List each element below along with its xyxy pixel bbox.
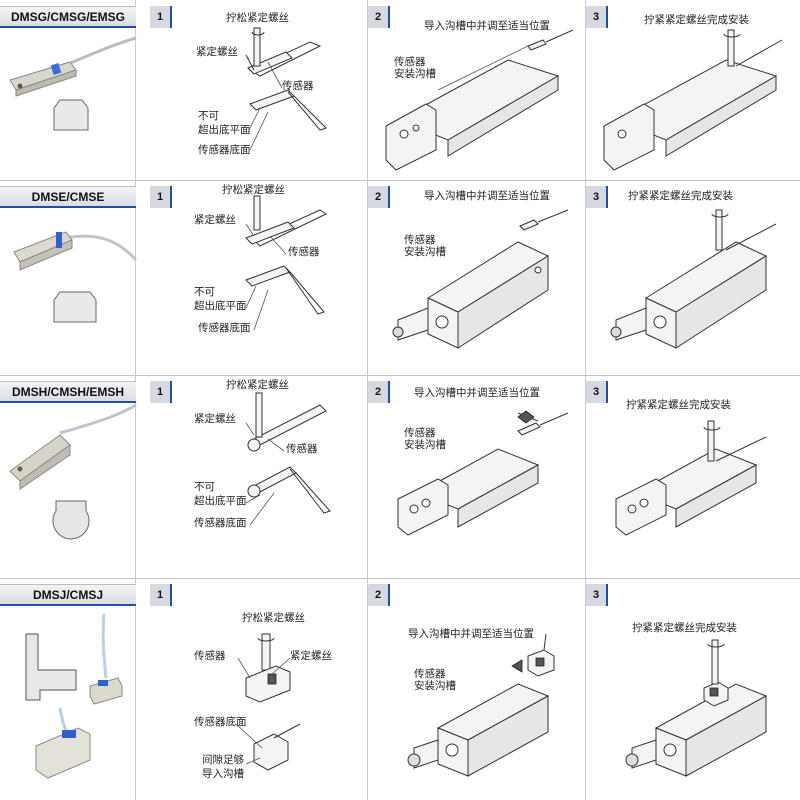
step-1-drawing	[245, 195, 328, 331]
bottom-label: 传感器底面	[194, 716, 247, 728]
step-title: 导入沟槽中并调至适当位置	[424, 190, 550, 202]
step-3-cell: 3 拧紧紧定螺丝完成安装	[586, 375, 800, 578]
step-title: 导入沟槽中并调至适当位置	[424, 20, 550, 32]
slot-label-2: 安装沟槽	[414, 680, 456, 692]
gap-label-2: 导入沟槽	[202, 768, 244, 780]
step-2-drawing	[385, 29, 574, 171]
step-1-cell: 1 拧松紧定螺丝 紧定螺丝 传感器 不可 超出底平面 传感器底面	[150, 0, 368, 180]
step-title: 拧紧紧定螺丝完成安装	[628, 190, 733, 202]
model-cell: DMSH/CMSH/EMSH	[0, 375, 137, 578]
step-number: 1	[150, 584, 172, 606]
gap-label-1: 间隙足够	[202, 754, 244, 766]
step-2-cell: 2 导入沟槽中并调至适当位置 传感器 安装沟槽	[368, 375, 586, 578]
screw-label: 紧定螺丝	[196, 46, 238, 58]
step-3-cell: 3 拧紧紧定螺丝完成安装	[586, 180, 800, 375]
sensor-photo	[25, 613, 123, 779]
sensor-label: 传感器	[282, 80, 314, 92]
step-title: 拧紧紧定螺丝完成安装	[626, 399, 731, 411]
sensor-photo	[13, 231, 138, 323]
model-name: DMSJ/CMSJ	[0, 584, 136, 606]
row-dmse: DMSE/CMSE 1 拧松紧定螺丝 紧定螺丝 传感器 不可 超出底平面 传感器…	[0, 180, 800, 375]
slot-label-2: 安装沟槽	[394, 68, 436, 80]
slot-label-1: 传感器	[404, 427, 436, 439]
step-title: 导入沟槽中并调至适当位置	[408, 628, 534, 640]
sensor-label: 传感器	[288, 246, 320, 258]
step-number: 1	[150, 381, 172, 403]
model-name: DMSG/CMSG/EMSG	[0, 6, 136, 28]
slot-label-1: 传感器	[414, 668, 446, 680]
row-dmsj: DMSJ/CMSJ 1 拧松紧定螺丝 传感器 紧定螺丝 传感器底面 间隙足够 导…	[0, 578, 800, 800]
screw-label: 紧定螺丝	[194, 413, 236, 425]
step-1-drawing	[245, 27, 327, 151]
warn-label-1: 不可	[194, 286, 215, 298]
step-3-drawing	[603, 29, 783, 171]
row-divider	[0, 578, 800, 579]
step-title: 拧松紧定螺丝	[226, 379, 289, 391]
step-title: 拧松紧定螺丝	[242, 612, 305, 624]
step-3-cell: 3 拧紧紧定螺丝完成安装	[586, 578, 800, 800]
step-1-drawing	[245, 392, 331, 526]
slot-label-1: 传感器	[394, 56, 426, 68]
row-dmsh: DMSH/CMSH/EMSH 1 拧松紧定螺丝 紧定螺丝 传感器 不可 超出底平…	[0, 375, 800, 578]
slot-label-2: 安装沟槽	[404, 246, 446, 258]
slot-label-1: 传感器	[404, 234, 436, 246]
bottom-label: 传感器底面	[194, 517, 247, 529]
sensor-label: 传感器	[194, 650, 226, 662]
step-number: 2	[368, 381, 390, 403]
model-name: DMSH/CMSH/EMSH	[0, 381, 136, 403]
step-number: 1	[150, 186, 172, 208]
step-title: 拧紧紧定螺丝完成安装	[644, 14, 749, 26]
warn-label-2: 超出底平面	[198, 124, 251, 136]
step-number: 3	[586, 186, 608, 208]
warn-label-1: 不可	[194, 481, 215, 493]
step-3-drawing	[610, 209, 777, 349]
step-2-cell: 2 导入沟槽中并调至适当位置 传感器 安装沟槽	[368, 180, 586, 375]
model-name: DMSE/CMSE	[0, 186, 136, 208]
warn-label-2: 超出底平面	[194, 300, 247, 312]
slot-label-2: 安装沟槽	[404, 439, 446, 451]
step-number: 3	[586, 381, 608, 403]
step-number: 2	[368, 6, 390, 28]
step-3-drawing	[625, 639, 768, 777]
step-1-cell: 1 拧松紧定螺丝 传感器 紧定螺丝 传感器底面 间隙足够 导入沟槽	[150, 578, 368, 800]
step-title: 导入沟槽中并调至适当位置	[414, 387, 540, 399]
model-cell: DMSE/CMSE	[0, 180, 138, 375]
step-title: 拧紧紧定螺丝完成安装	[632, 622, 737, 634]
row-dmsg: DMSG/CMSG/EMSG 1 拧松紧定螺丝 紧定螺丝 传感器 不可 超出底平…	[0, 0, 800, 180]
warn-label-1: 不可	[198, 110, 219, 122]
step-number: 3	[586, 6, 608, 28]
bottom-label: 传感器底面	[198, 322, 251, 334]
step-3-drawing	[615, 420, 767, 536]
bottom-label: 传感器底面	[198, 144, 251, 156]
model-cell: DMSG/CMSG/EMSG	[0, 0, 137, 180]
step-2-drawing	[397, 410, 569, 536]
row-divider	[0, 375, 800, 376]
step-number: 3	[586, 584, 608, 606]
sensor-photo	[9, 36, 137, 131]
step-2-cell: 2 导入沟槽中并调至适当位置 传感器 安装沟槽	[368, 578, 586, 800]
screw-label: 紧定螺丝	[194, 214, 236, 226]
warn-label-2: 超出底平面	[194, 495, 247, 507]
step-number: 2	[368, 584, 390, 606]
step-3-cell: 3 拧紧紧定螺丝完成安装	[586, 0, 800, 180]
sensor-photo	[9, 403, 137, 540]
step-number: 2	[368, 186, 390, 208]
step-1-drawing	[235, 633, 301, 771]
step-2-drawing	[392, 209, 569, 349]
step-1-cell: 1 拧松紧定螺丝 紧定螺丝 传感器 不可 超出底平面 传感器底面	[150, 180, 368, 375]
step-title: 拧松紧定螺丝	[226, 12, 289, 24]
screw-label: 紧定螺丝	[290, 650, 332, 662]
step-1-cell: 1 拧松紧定螺丝 紧定螺丝 传感器 不可 超出底平面 传感器底面	[150, 375, 368, 578]
row-divider	[0, 180, 800, 181]
model-cell: DMSJ/CMSJ	[0, 578, 136, 800]
step-number: 1	[150, 6, 172, 28]
step-2-drawing	[407, 633, 555, 777]
step-title: 拧松紧定螺丝	[222, 184, 285, 196]
sensor-label: 传感器	[286, 443, 318, 455]
step-2-cell: 2 导入沟槽中并调至适当位置 传感器 安装沟槽	[368, 0, 586, 180]
